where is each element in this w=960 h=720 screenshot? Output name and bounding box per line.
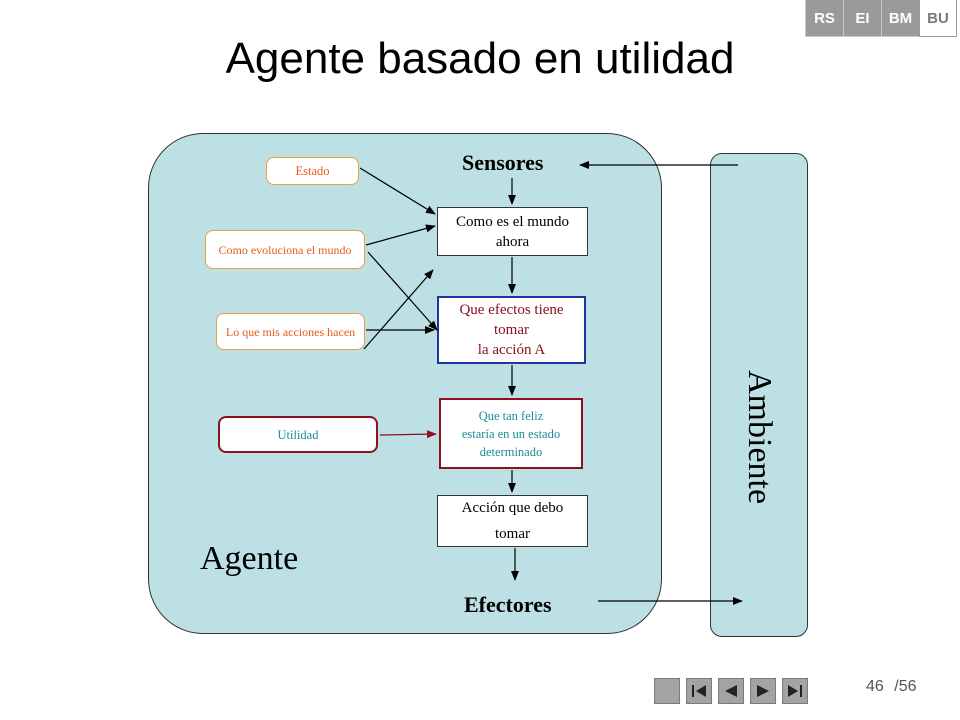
step-world-now: Como es el mundo ahora xyxy=(437,207,588,256)
arrow-actions-to-world xyxy=(363,269,434,350)
input-world-evolution: Como evoluciona el mundo xyxy=(205,230,365,269)
next-page-icon[interactable] xyxy=(750,678,776,704)
tag-rs[interactable]: RS xyxy=(805,0,843,37)
arrow-estado-to-world xyxy=(359,167,436,215)
page-current: 46 xyxy=(866,678,884,695)
arrow-evolution-to-effects xyxy=(367,251,438,331)
slide-title: Agente basado en utilidad xyxy=(225,34,735,83)
step-action-effects: Que efectos tiene tomar la acción A xyxy=(437,296,586,364)
last-page-icon[interactable] xyxy=(782,678,808,704)
tag-bm[interactable]: BM xyxy=(881,0,919,37)
effectors-label: Efectores xyxy=(464,592,552,617)
input-estado: Estado xyxy=(266,157,359,185)
step-happiness: Que tan feliz estaría en un estado deter… xyxy=(439,398,583,469)
environment-panel xyxy=(710,153,808,637)
page-indicator: 46 /56 xyxy=(866,678,917,696)
tag-bu[interactable]: BU xyxy=(919,0,957,37)
input-utility: Utilidad xyxy=(218,416,378,453)
agent-label: Agente xyxy=(200,540,299,577)
input-action-effects: Lo que mis acciones hacen xyxy=(216,313,365,350)
previous-page-icon[interactable] xyxy=(718,678,744,704)
slide-navigation xyxy=(654,678,808,704)
first-page-icon[interactable] xyxy=(686,678,712,704)
blank-nav-button[interactable] xyxy=(654,678,680,704)
page-total: /56 xyxy=(894,678,917,695)
sensors-label: Sensores xyxy=(462,150,544,175)
arrow-utility-to-happiness xyxy=(379,430,437,439)
arrow-evolution-to-world xyxy=(365,224,436,246)
tag-ei[interactable]: EI xyxy=(843,0,881,37)
step-action-to-take: Acción que debo tomar xyxy=(437,495,588,547)
